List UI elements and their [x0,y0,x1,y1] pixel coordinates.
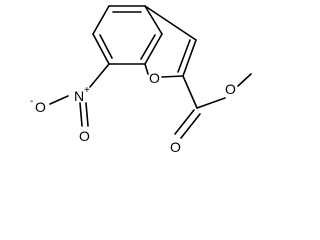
benzene-ring [92,5,163,65]
bond-c3-c2 [182,39,197,77]
atom-labels: N + O - O O O O [30,70,236,154]
double-bond-c6-c7 [140,34,156,60]
double-bond-c7a-c3a [99,34,113,59]
bond-carbonyl-c-o-b [180,113,201,139]
bond-c6-c7 [144,33,163,65]
bond-n-o-double-a [79,102,83,127]
carbonyl-oxygen-label: O [170,139,181,154]
bond-c3a-c4 [92,5,110,35]
bond-c7a-c3a [92,33,110,65]
nitro-nitrogen-charge: + [84,85,90,96]
bond-n-o-neg [49,95,69,105]
ester-group [174,73,252,139]
nitro-group [49,63,110,127]
ring-oxygen-label: O [149,70,160,86]
ester-oxygen-label: O [225,81,236,97]
nitro-oxygen-label: O [79,128,90,144]
bond-c5-c6 [144,5,163,35]
bond-carbonyl-c-o-a [174,109,195,135]
bond-c2-carbonyl-c [182,75,198,109]
nitro-oxygen-negative-label: O [35,99,46,115]
double-bond-c3-c2 [177,39,191,73]
bond-n-o-double-b [85,102,89,127]
structure-diagram: N + O - O O O O [30,5,252,154]
bond-c7-n [89,63,110,88]
nitro-oxygen-negative-charge: - [30,96,33,107]
bond-c3a-c3 [144,5,197,41]
bond-o1-c7a [144,63,149,75]
nitro-nitrogen-label: N [74,88,84,104]
bond-c2-o1 [161,75,184,78]
bond-ester-o-methyl [237,73,252,87]
furan-ring [144,5,197,78]
bond-carbonyl-c-ester-o [196,97,226,109]
